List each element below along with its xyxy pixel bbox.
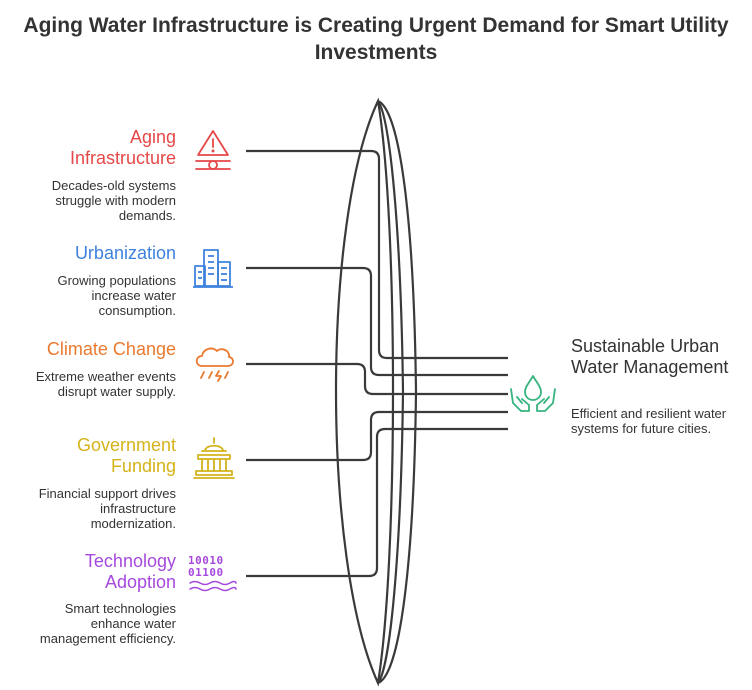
central-lens: [334, 97, 418, 687]
wave-lines: [189, 580, 237, 592]
factor-desc-climate-change: Extreme weather events disrupt water sup…: [35, 369, 176, 399]
factor-desc-aging-infrastructure: Decades-old systems struggle with modern…: [51, 178, 176, 223]
outcome-description: Efficient and resilient water systems fo…: [571, 406, 727, 436]
city-buildings-icon: [192, 246, 234, 295]
connector-urbanization: [246, 266, 508, 377]
connector-aging-infrastructure: [246, 149, 508, 360]
diagram-title: Aging Water Infrastructure is Creating U…: [23, 14, 729, 64]
factor-desc-technology-adoption: Smart technologies enhance water managem…: [39, 601, 176, 646]
connector-government-funding: [246, 410, 508, 462]
factor-label-government-funding: Government Funding: [76, 435, 176, 476]
factor-desc-urbanization: Growing populations increase water consu…: [57, 273, 176, 318]
factor-label-technology-adoption: Technology Adoption: [84, 551, 176, 592]
binary-line-1: 10010: [188, 554, 224, 567]
connector-climate-change: [246, 362, 508, 396]
factor-label-urbanization: Urbanization: [74, 243, 176, 263]
factor-label-aging-infrastructure: Aging Infrastructure: [69, 127, 176, 168]
warning-pipe-icon: [192, 128, 234, 179]
storm-cloud-icon: [192, 342, 236, 389]
outcome-title: Sustainable Urban Water Management: [571, 336, 729, 377]
hands-water-drop-icon: [508, 373, 558, 422]
connector-technology-adoption: [246, 427, 508, 578]
binary-code-icon: 10010 01100: [188, 555, 240, 598]
factor-label-climate-change: Climate Change: [46, 339, 176, 359]
capitol-building-icon: [192, 436, 236, 485]
factor-desc-government-funding: Financial support drives infrastructure …: [38, 486, 176, 531]
binary-line-2: 01100: [188, 566, 224, 579]
